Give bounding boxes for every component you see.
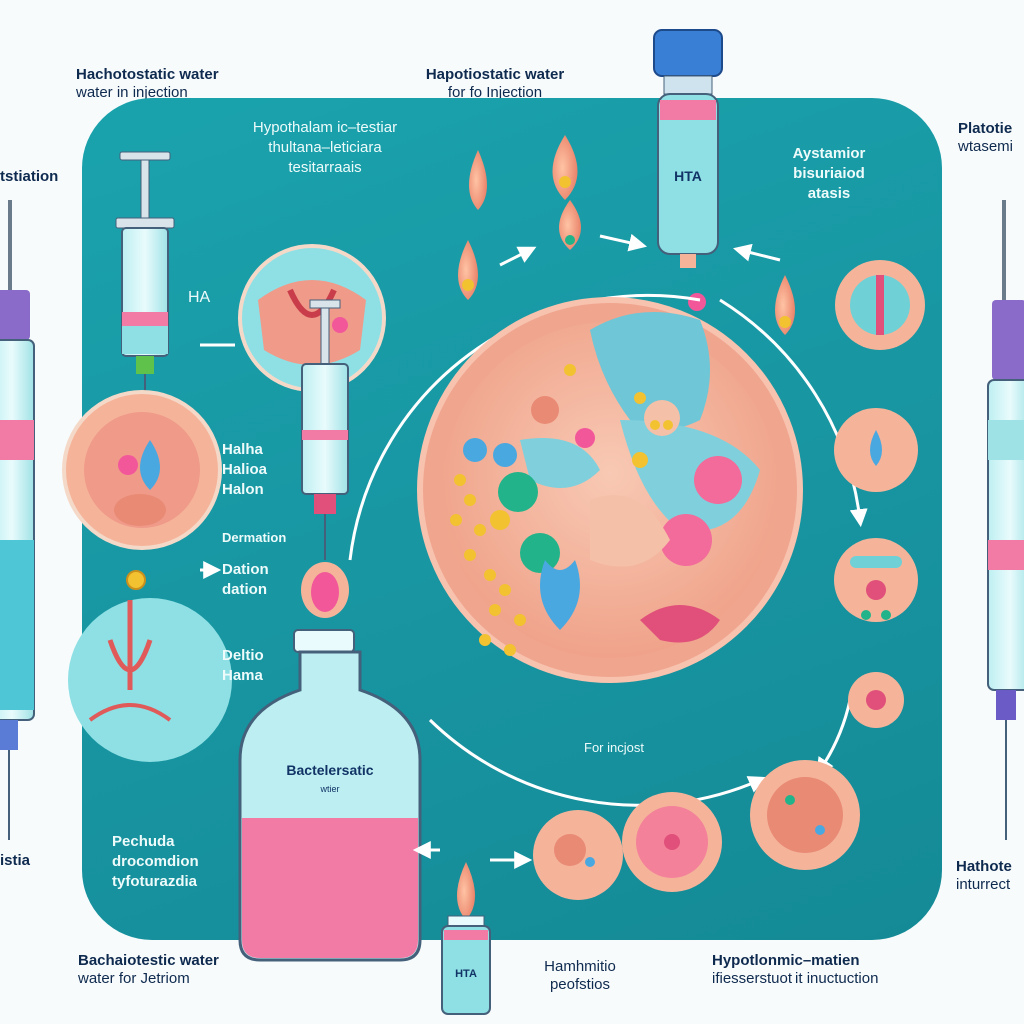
title-bottom-right-line2: ifiesserstuot it inuctuction	[712, 970, 879, 987]
title-top-right-line1: Platotie	[958, 120, 1013, 137]
flask-bacteriostatic-water	[238, 629, 422, 962]
label-right-edge-bottom: Hathote inturrect	[956, 858, 1012, 894]
title-top-center: Hapotiostatic water for fo Injection	[405, 66, 585, 102]
title-bottom-center: Hamhmitio peofstios	[520, 958, 640, 994]
vial-small-label: HTA	[455, 968, 477, 980]
vial-top-label: HTA	[674, 168, 702, 184]
arrow-aystamior	[733, 243, 781, 262]
right-circles	[834, 260, 925, 728]
label-right-edge-bottom-line1: Hathote	[956, 858, 1012, 875]
title-top-center-line2: for fo Injection	[447, 84, 543, 101]
syringe-top-left	[115, 151, 175, 410]
label-halha-line3: Halon	[222, 481, 264, 498]
label-deltio-line1: Deltio	[222, 647, 264, 664]
axis-title-line1: Hypothalam ic–testiar	[252, 119, 398, 136]
title-bottom-left: Bachaiotestic water water for Jetriom	[78, 952, 219, 988]
label-right-edge-bottom-line2: inturrect	[956, 876, 1011, 893]
label-pechuda-block: Pechuda drocomdion tyfoturazdia	[112, 832, 199, 892]
right-edge-syringe	[987, 200, 1024, 840]
label-aystamior-line2: bisuriaiod	[793, 165, 865, 182]
syringe-center	[301, 299, 349, 560]
bottom-circles	[533, 760, 860, 900]
arrow-drop-1	[499, 246, 537, 267]
title-bottom-left-line2: water for Jetriom	[78, 970, 190, 987]
label-dation-block: Dation dation	[222, 560, 269, 600]
label-dation-line1: Dation	[222, 561, 269, 578]
label-aystamior-line3: atasis	[807, 185, 851, 202]
label-pechuda-line2: drocomdion	[112, 853, 199, 870]
label-dation-line2: dation	[222, 581, 267, 598]
title-bottom-right-line1: Hypotlonmic–matien	[712, 952, 860, 969]
title-top-right: Platotie wtasemi	[958, 120, 1013, 156]
title-bottom-right: Hypotlonmic–matien ifiesserstuot it inuc…	[712, 952, 878, 988]
label-halha-block: Halha Halioa Halon	[222, 440, 267, 500]
circle-organ-left	[62, 390, 222, 550]
title-bottom-center-line2: peofstios	[549, 976, 611, 993]
yellow-granules	[450, 364, 646, 656]
title-top-left-line1: Hachotostatic water	[76, 66, 219, 83]
arrow-right-lower	[815, 699, 852, 776]
flask-label-line2: wtier	[320, 784, 340, 794]
axis-title-line2: thultana–leticiara	[268, 139, 382, 156]
vial-top-hta	[653, 29, 723, 311]
title-top-left: Hachotostatic water water in injection	[76, 66, 219, 102]
central-tissue-circle	[417, 297, 803, 683]
arrow-drop-2	[599, 233, 648, 252]
label-left-edge-bottom: istia	[0, 852, 31, 869]
title-top-center-line1: Hapotiostatic water	[425, 66, 565, 83]
label-left-edge-top: tstiation	[0, 168, 59, 185]
title-bottom-left-line1: Bachaiotestic water	[78, 952, 219, 969]
label-halha-line1: Halha	[222, 441, 263, 458]
droplets-top	[457, 135, 795, 920]
flask-label-line1: Bactelersatic	[286, 762, 374, 778]
arrow-lower-arc	[428, 718, 767, 807]
axis-title-line3: tesitarraais	[288, 159, 362, 176]
flask-label: Bactelersatic wtier	[250, 762, 410, 794]
label-dermation: Dermation	[222, 530, 287, 545]
circle-organ-lower-left	[68, 570, 232, 762]
arrow-upper-arc	[348, 293, 701, 561]
label-deltio-line2: Hama	[222, 667, 263, 684]
label-for-injection: For incjost	[584, 740, 644, 755]
label-pechuda-line3: tyfoturazdia	[112, 873, 198, 890]
label-aystamior-line1: Aystamior	[792, 145, 866, 162]
label-halha-line2: Halioa	[222, 461, 268, 478]
title-top-left-line2: water in injection	[76, 84, 188, 101]
left-edge-syringe	[0, 200, 35, 840]
title-top-right-line2: wtasemi	[958, 138, 1014, 155]
title-bottom-center-line1: Hamhmitio	[544, 958, 616, 975]
label-ha: HA	[188, 289, 211, 306]
axis-title: Hypothalam ic–testiar thultana–leticiara…	[220, 118, 430, 178]
label-pechuda-line1: Pechuda	[112, 833, 175, 850]
vial-small-hta	[441, 915, 491, 1015]
small-organ	[301, 562, 349, 618]
label-deltio-block: Deltio Hama	[222, 646, 264, 686]
label-aystamior-block: Aystamior bisuriaiod atasis	[774, 144, 884, 204]
